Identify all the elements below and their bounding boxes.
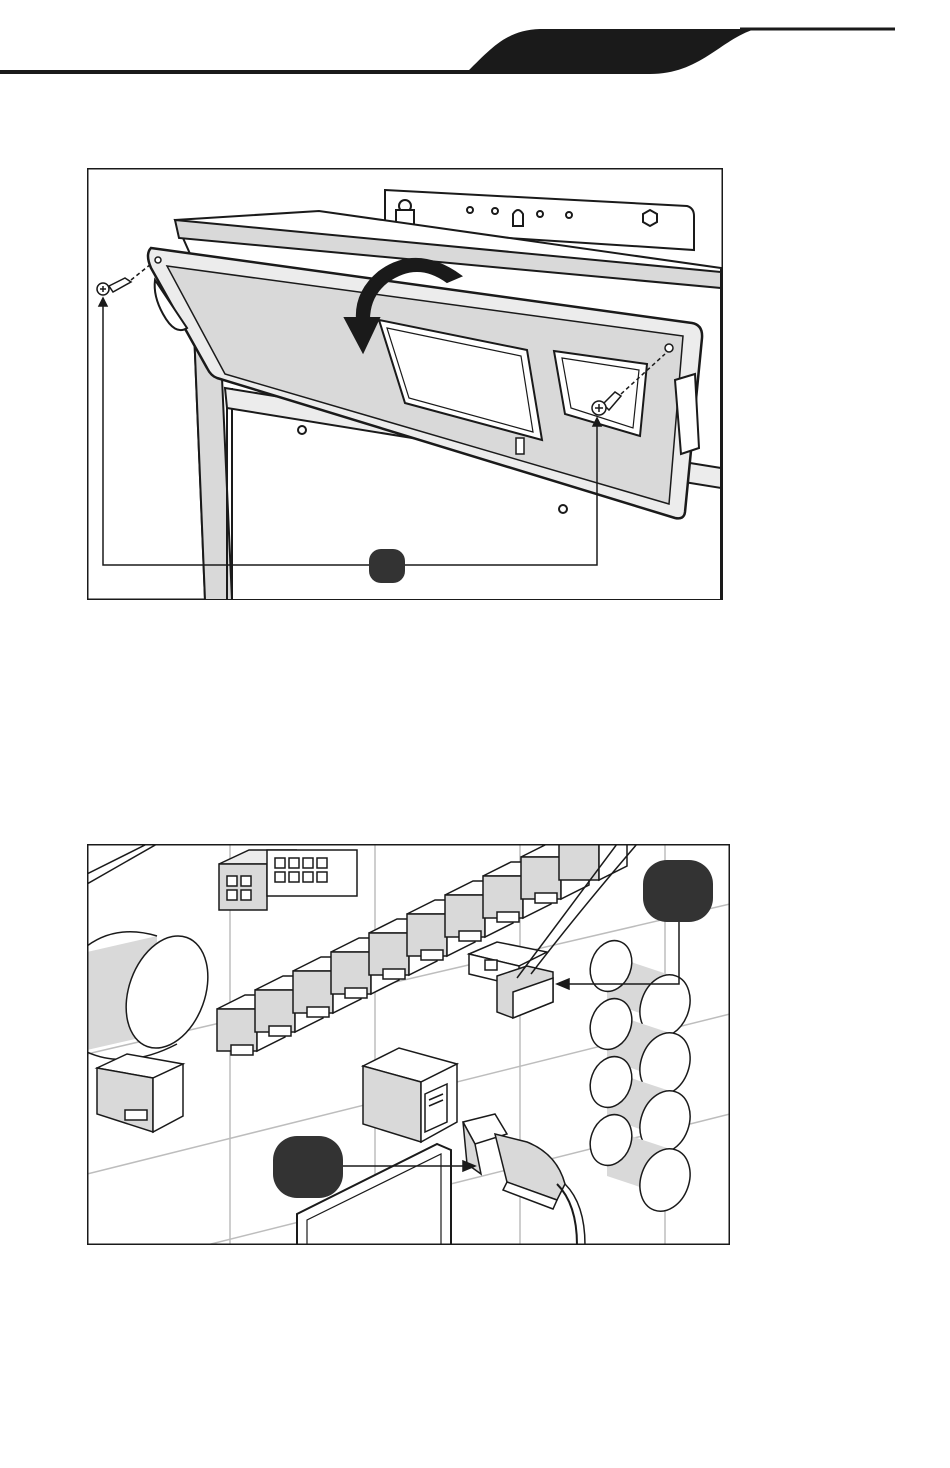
pin-header-block	[219, 850, 357, 910]
capacitor-stack	[583, 935, 698, 1219]
callout-badge	[369, 549, 405, 583]
figure-control-board	[87, 844, 730, 1245]
small-housing	[97, 1054, 183, 1132]
board-edge	[87, 844, 157, 884]
figure-panel-door	[87, 168, 723, 600]
capacitor-large	[87, 925, 223, 1060]
callout-badge	[643, 860, 713, 922]
header-tab-shape	[465, 29, 755, 74]
rj-plug	[463, 1114, 585, 1245]
rj-jack	[363, 1048, 457, 1142]
panel-door-illustration	[87, 168, 723, 600]
control-board-illustration	[87, 844, 730, 1245]
page-header	[0, 0, 950, 90]
callout-badge-lower	[273, 1136, 343, 1198]
